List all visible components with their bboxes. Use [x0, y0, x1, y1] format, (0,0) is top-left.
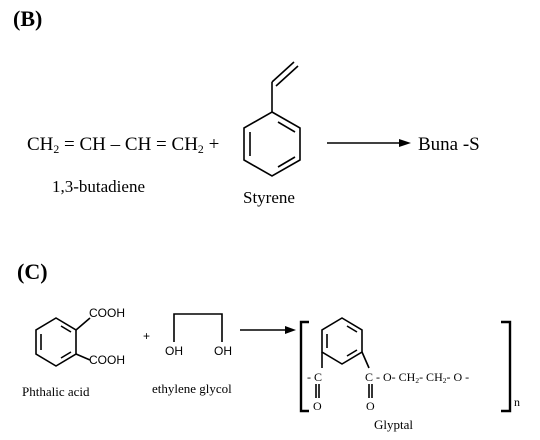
repeat-subscript-n: n [514, 395, 520, 409]
reaction-arrow-b [327, 139, 411, 147]
butadiene-formula: CH2 = CH – CH = CH2 + [27, 134, 220, 156]
glyptal-o-left: O [313, 399, 322, 413]
section-b-label: (B) [13, 6, 43, 31]
right-bracket [501, 320, 512, 413]
reaction-arrow-c [240, 326, 296, 334]
styrene-name: Styrene [243, 188, 295, 207]
section-c-label: (C) [17, 259, 48, 284]
left-bracket [299, 320, 309, 413]
glyptal-chain: C - O- CH2- CH2- O - [365, 370, 470, 385]
glyptal-ring [321, 317, 370, 369]
glyptal-o-right: O [366, 399, 375, 413]
butadiene-name: 1,3-butadiene [52, 177, 145, 196]
cooh-top: COOH [89, 306, 125, 320]
cooh-bottom: COOH [89, 353, 125, 367]
phthalic-acid-name: Phthalic acid [22, 384, 90, 399]
product-buna-s: Buna -S [418, 134, 480, 155]
ethylene-glycol-name: ethylene glycol [152, 381, 232, 396]
glyptal-name: Glyptal [374, 417, 413, 432]
glycol-oh-left: OH [165, 344, 183, 358]
carbonyl-bonds [315, 384, 373, 398]
phthalic-acid-structure [35, 317, 91, 367]
styrene-structure [243, 61, 301, 177]
glyptal-left-carbon: - C [307, 370, 322, 384]
plus-sign: + [143, 329, 151, 343]
ethylene-glycol-structure [173, 313, 223, 342]
glycol-oh-right: OH [214, 344, 232, 358]
